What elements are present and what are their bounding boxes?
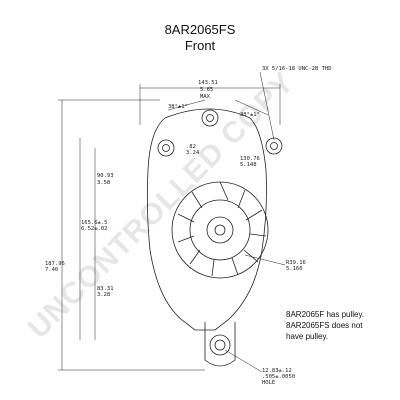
note-line-3: have pulley. xyxy=(286,332,329,341)
width-mm: 143.51 xyxy=(198,80,218,86)
h2-in: 6.52±.02 xyxy=(81,226,108,232)
alternator-outline xyxy=(146,108,283,367)
note-line-1: 8AR2065F has pulley. xyxy=(286,310,365,319)
h4-mm: 83.31 xyxy=(97,286,114,292)
width-note: MAX xyxy=(200,94,211,100)
angle-right: 38°±1° xyxy=(240,112,260,118)
view-title: Front xyxy=(184,38,216,53)
angle-left: 38°±1° xyxy=(168,104,188,110)
note-line-2: 8AR2065FS does not xyxy=(286,321,363,330)
h4-in: 3.28 xyxy=(97,292,110,298)
width-in: 5.65 xyxy=(200,87,213,93)
r2-mm: R39.16 xyxy=(286,260,306,266)
h2-mm: 165.6±.5 xyxy=(81,220,108,226)
hole-in: .505±.0050 xyxy=(262,374,295,380)
watermark-text: UNCONTROLLED COPY xyxy=(22,66,301,345)
pulley-note: 8AR2065F has pulley. 8AR2065FS does not … xyxy=(286,309,396,342)
r2-in: 5.160 xyxy=(286,266,303,272)
hole-note: HOLE xyxy=(262,380,275,386)
dimension-lines xyxy=(58,71,286,373)
bolt-in: 3.24 xyxy=(186,150,200,156)
h3-in: 7.40 xyxy=(45,267,58,273)
r1-in: 5.148 xyxy=(240,162,257,168)
h3-mm: 187.96 xyxy=(45,261,65,267)
h1-mm: 90.93 xyxy=(97,173,114,179)
part-number-title: 8AR2065FS xyxy=(164,22,236,37)
r1-mm: 130.76 xyxy=(240,156,260,162)
bolt-mm: .82 xyxy=(186,144,196,150)
h1-in: 3.58 xyxy=(97,180,110,186)
thread-dimension: 3X 5/16-18 UNC-2B THD xyxy=(262,66,332,72)
hole-mm: 12.83±.12 xyxy=(262,368,292,374)
